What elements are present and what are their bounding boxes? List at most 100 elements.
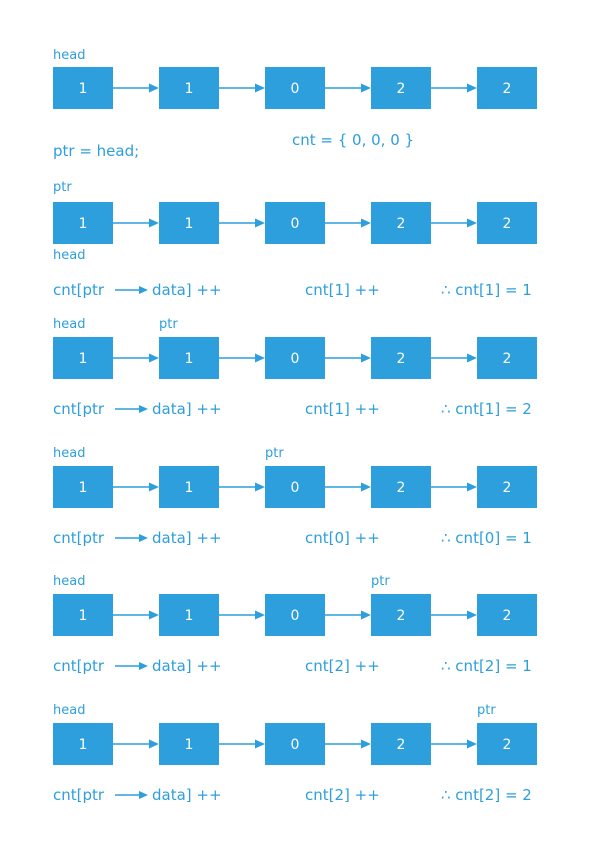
node-box <box>371 723 431 765</box>
node-value: 1 <box>185 737 194 753</box>
list-node: 2 <box>477 723 537 765</box>
cnt-init: cnt = { 0, 0, 0 } <box>292 131 414 149</box>
list-node: 1 <box>159 337 219 379</box>
cnt-increment: cnt[2] ++ <box>305 657 380 675</box>
node-value: 1 <box>185 608 194 624</box>
node-value: 2 <box>503 608 512 624</box>
node-box <box>53 723 113 765</box>
node-box <box>477 67 537 109</box>
next-arrow <box>325 482 371 492</box>
list-node: 0 <box>265 337 325 379</box>
arrow-head <box>361 353 371 363</box>
node-value: 2 <box>397 608 406 624</box>
pointer-arrow <box>115 534 148 542</box>
arrow-head <box>149 83 159 93</box>
node-value: 0 <box>291 480 300 496</box>
node-value: 1 <box>79 216 88 232</box>
list-node: 0 <box>265 723 325 765</box>
next-arrow <box>219 610 265 620</box>
node-value: 2 <box>397 81 406 97</box>
arrow-head <box>361 218 371 228</box>
node-box <box>159 466 219 508</box>
next-arrow <box>325 218 371 228</box>
arrow-head <box>139 534 148 542</box>
arrow-head <box>255 353 265 363</box>
step-4: head ptr 1 1 0 2 2 cnt[ptr data] ++ cnt[2] +… <box>53 574 537 675</box>
node-box <box>371 594 431 636</box>
node-box <box>265 67 325 109</box>
list-node: 2 <box>477 67 537 109</box>
arrow-head <box>255 482 265 492</box>
head-label: head <box>53 703 85 718</box>
arrow-head <box>149 610 159 620</box>
node-box <box>477 337 537 379</box>
cnt-result: ∴ cnt[2] = 2 <box>441 786 532 804</box>
next-arrow <box>219 353 265 363</box>
list-node: 1 <box>159 723 219 765</box>
node-box <box>265 466 325 508</box>
expr-left: cnt[ptr <box>53 786 105 804</box>
list-node: 0 <box>265 466 325 508</box>
arrow-head <box>467 353 477 363</box>
node-box <box>159 67 219 109</box>
expr-left: cnt[ptr <box>53 529 105 547</box>
node-box <box>371 202 431 244</box>
head-label: head <box>53 317 85 332</box>
cnt-increment: cnt[0] ++ <box>305 529 380 547</box>
expr-right: data] ++ <box>152 657 222 675</box>
head-label: head <box>53 446 85 461</box>
ptr-label: ptr <box>265 446 284 461</box>
ptr-label: ptr <box>53 180 72 195</box>
next-arrow <box>219 218 265 228</box>
list-node: 0 <box>265 594 325 636</box>
arrow-head <box>361 610 371 620</box>
arrow-head <box>361 482 371 492</box>
node-box <box>159 202 219 244</box>
arrow-head <box>149 482 159 492</box>
node-value: 1 <box>79 351 88 367</box>
list-node: 1 <box>53 466 113 508</box>
node-value: 2 <box>397 351 406 367</box>
list-node: 1 <box>53 594 113 636</box>
arrow-head <box>139 662 148 670</box>
list-node: 1 <box>159 594 219 636</box>
list-node: 1 <box>53 202 113 244</box>
node-value: 2 <box>397 737 406 753</box>
node-box <box>265 723 325 765</box>
ptr-label: ptr <box>159 317 178 332</box>
head-label: head <box>53 574 85 589</box>
node-value: 1 <box>185 216 194 232</box>
node-box <box>371 337 431 379</box>
list-node: 2 <box>477 594 537 636</box>
pointer-arrow <box>115 286 148 294</box>
next-arrow <box>325 353 371 363</box>
list-node: 1 <box>159 466 219 508</box>
node-value: 2 <box>397 480 406 496</box>
next-arrow <box>325 739 371 749</box>
arrow-head <box>255 610 265 620</box>
cnt-result: ∴ cnt[2] = 1 <box>441 657 532 675</box>
ptr-assign: ptr = head; <box>53 142 139 160</box>
next-arrow <box>219 482 265 492</box>
arrow-head <box>467 610 477 620</box>
arrow-head <box>467 218 477 228</box>
next-arrow <box>113 218 159 228</box>
cnt-result: ∴ cnt[1] = 2 <box>441 400 532 418</box>
node-box <box>477 723 537 765</box>
node-value: 2 <box>503 81 512 97</box>
list-node: 1 <box>159 67 219 109</box>
node-box <box>265 337 325 379</box>
ptr-label: ptr <box>371 574 390 589</box>
next-arrow <box>113 482 159 492</box>
list-node: 2 <box>371 67 431 109</box>
expr-left: cnt[ptr <box>53 657 105 675</box>
node-value: 1 <box>79 608 88 624</box>
